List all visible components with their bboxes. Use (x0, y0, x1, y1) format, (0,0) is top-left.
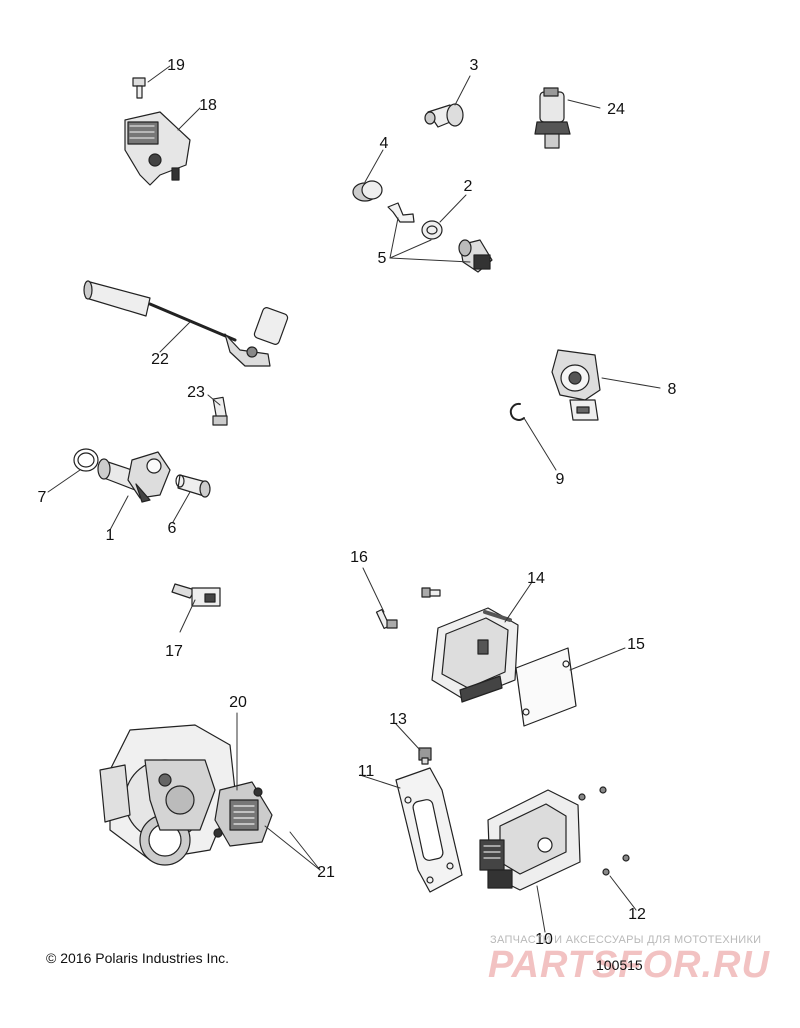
callout-11: 11 (357, 763, 375, 780)
part-14-ecu-bracket (431, 607, 519, 703)
part-18-map-sensor (124, 111, 191, 186)
callout-21: 21 (317, 864, 335, 881)
part-6-bushing (175, 474, 211, 498)
part-12-screws (578, 786, 630, 876)
part-16-bolts (375, 587, 441, 630)
callout-22: 22 (151, 351, 169, 368)
callout-6: 6 (167, 520, 177, 537)
leader-lines (47, 65, 661, 933)
callout-12: 12 (628, 906, 646, 923)
part-4-cap (352, 180, 383, 202)
part-21-throttle-actuator (213, 781, 273, 847)
part-1-cam-sensor (97, 451, 171, 503)
part-15-gasket-pad (515, 647, 577, 727)
callout-3: 3 (469, 57, 479, 74)
callout-4: 4 (379, 135, 389, 152)
callout-7: 7 (37, 489, 47, 506)
callout-14: 14 (527, 570, 545, 587)
part-23-bolt (212, 396, 228, 426)
callout-23: 23 (187, 384, 205, 401)
part-8-knock-sensor (551, 349, 601, 421)
watermark-logo: PARTSFOR.RU (488, 944, 770, 986)
callout-5: 5 (377, 250, 387, 267)
part-10-ecu (479, 789, 581, 891)
part-19-bolt (132, 77, 146, 99)
callout-17: 17 (165, 643, 183, 660)
part-9-retaining-clip (509, 402, 525, 421)
part-11-mounting-bracket (395, 767, 463, 893)
copyright-text: © 2016 Polaris Industries Inc. (46, 950, 230, 966)
callout-15: 15 (627, 636, 645, 653)
callout-8: 8 (667, 381, 677, 398)
callout-18: 18 (199, 97, 217, 114)
callout-24: 24 (607, 101, 625, 118)
callout-2: 2 (463, 178, 473, 195)
part-5-clip (387, 202, 415, 223)
callout-19: 19 (167, 57, 185, 74)
part-7-o-ring (73, 448, 99, 472)
part-3-plug (424, 103, 464, 128)
part-2-o-ring (421, 220, 443, 240)
part-17-coolant-temp-sensor (171, 583, 221, 607)
part-24-pressure-switch (534, 87, 571, 149)
drawing-number: 100515 (596, 957, 643, 973)
callout-16: 16 (350, 549, 368, 566)
callout-13: 13 (389, 711, 407, 728)
callout-10: 10 (535, 931, 553, 948)
callout-9: 9 (555, 471, 565, 488)
part-20-throttle-body (99, 724, 236, 866)
callout-20: 20 (229, 694, 247, 711)
part-22-speed-sensor (83, 280, 289, 367)
part-5-temperature-sensor (458, 239, 493, 273)
callout-1: 1 (105, 527, 115, 544)
part-13-screw (418, 747, 432, 765)
watermark-tagline: ЗАПЧАСТИ И АКСЕССУАРЫ ДЛЯ МОТОТЕХНИКИ (490, 934, 762, 946)
